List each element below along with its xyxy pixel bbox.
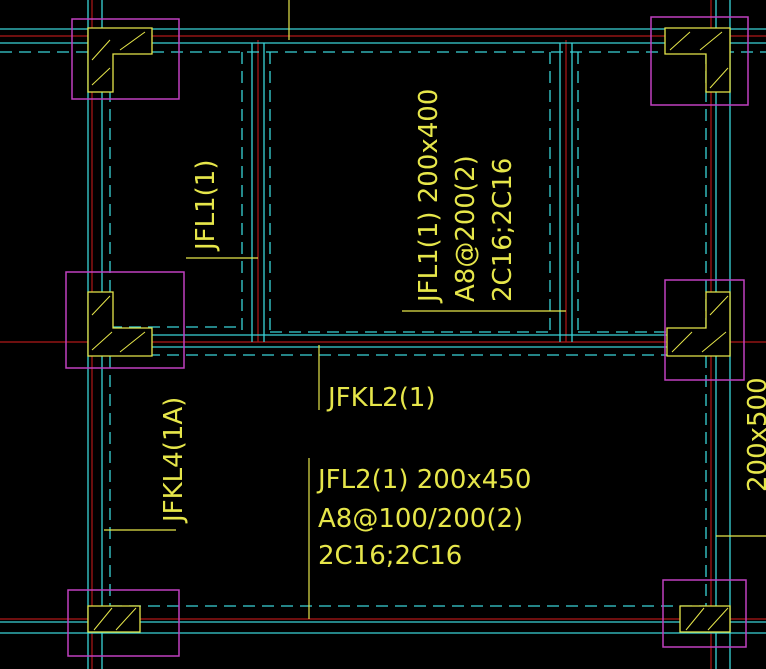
column-top-left[interactable] bbox=[71, 18, 180, 100]
label-jfl1-short[interactable]: JFL1(1) bbox=[191, 160, 221, 252]
label-jfl2-line2: A8@100/200(2) bbox=[318, 504, 523, 534]
label-jfl1-line2: A8@200(2) bbox=[451, 155, 481, 302]
label-jfkl4[interactable]: JFKL4(1A) bbox=[159, 397, 189, 524]
label-jfl1-line3: 2C16;2C16 bbox=[488, 158, 518, 302]
column-middle-right[interactable] bbox=[664, 279, 745, 381]
column-bottom-right[interactable] bbox=[662, 579, 747, 648]
column-middle-left[interactable] bbox=[65, 271, 185, 369]
beam-hidden-edges bbox=[0, 51, 766, 610]
column-bottom-left[interactable] bbox=[67, 589, 180, 657]
label-jfl2-block[interactable]: JFL2(1) 200x450 A8@100/200(2) 2C16;2C16 bbox=[316, 465, 531, 571]
label-jfl1-block[interactable]: JFL1(1) 200x400 A8@200(2) 2C16;2C16 bbox=[414, 89, 518, 304]
annotation-leaders bbox=[104, 0, 766, 619]
label-right-beam-size[interactable]: 200x500 bbox=[743, 377, 766, 492]
label-jfl2-line1: JFL2(1) 200x450 bbox=[316, 465, 531, 495]
label-jfl1-line1: JFL1(1) 200x400 bbox=[414, 89, 444, 304]
column-top-right[interactable] bbox=[650, 16, 749, 106]
label-jfkl2[interactable]: JFKL2(1) bbox=[326, 383, 436, 413]
label-jfl2-line3: 2C16;2C16 bbox=[318, 541, 462, 571]
